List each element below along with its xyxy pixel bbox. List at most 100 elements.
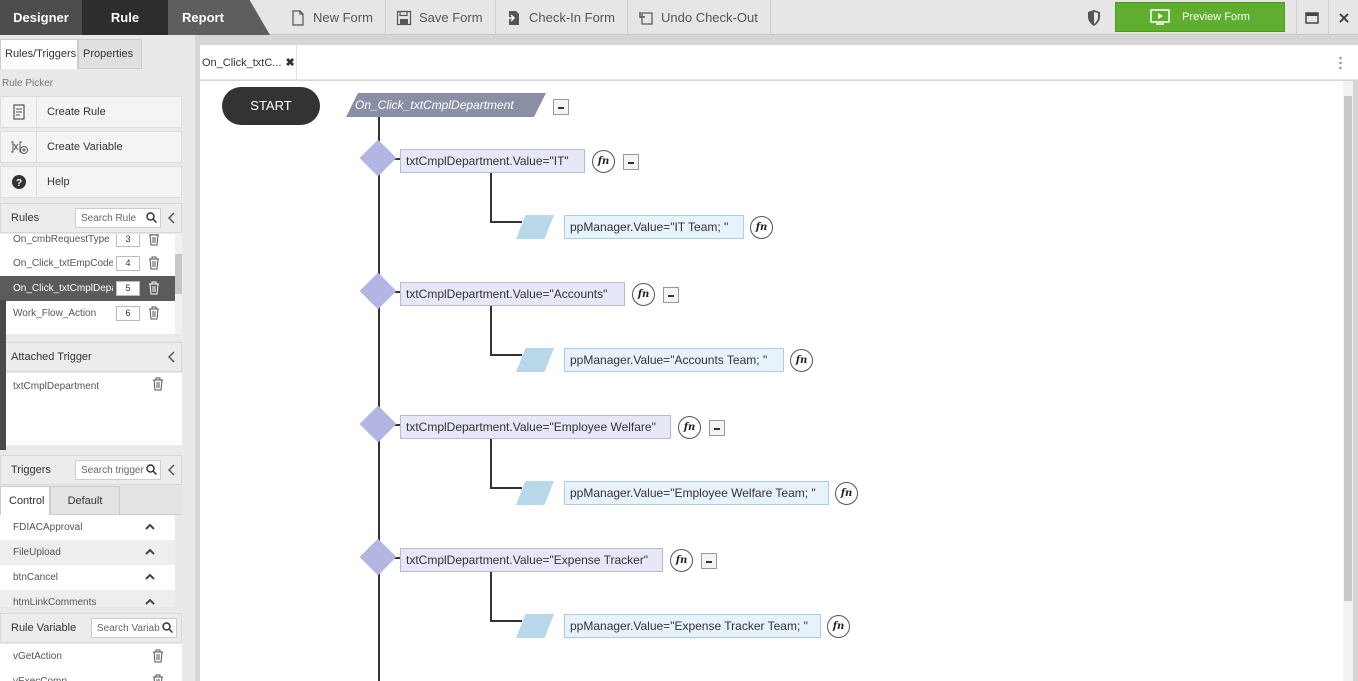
- action-box[interactable]: ppManager.Value="IT Team; ": [564, 215, 744, 239]
- tab-rule[interactable]: Rule: [82, 0, 168, 35]
- chevron-up-icon[interactable]: [145, 572, 155, 582]
- branch-connector: [490, 306, 492, 356]
- function-button[interactable]: fn: [790, 349, 813, 372]
- function-button[interactable]: fn: [670, 549, 693, 572]
- panel-drag-handle[interactable]: [0, 300, 6, 450]
- close-button[interactable]: [1328, 0, 1358, 35]
- search-trigger-input[interactable]: Search trigger: [75, 460, 161, 480]
- preview-form-label: Preview Form: [1182, 11, 1250, 23]
- collapse-button[interactable]: [709, 420, 725, 436]
- create-rule-button[interactable]: Create Rule: [0, 96, 182, 128]
- close-icon: [1338, 12, 1349, 23]
- condition-box[interactable]: txtCmplDepartment.Value="Accounts": [400, 282, 625, 306]
- undo-check-out-button[interactable]: Undo Check-Out: [626, 0, 771, 35]
- create-variable-button[interactable]: Create Variable: [0, 131, 182, 163]
- collapse-button[interactable]: [553, 99, 569, 115]
- condition-box[interactable]: txtCmplDepartment.Value="Expense Tracker…: [400, 548, 663, 572]
- condition-diamond[interactable]: [359, 272, 397, 310]
- rule-item-active[interactable]: On_Click_txtCmplDepartment 5: [0, 276, 175, 301]
- tab-designer[interactable]: Designer: [0, 0, 82, 35]
- trigger-item[interactable]: FDIACApproval: [0, 515, 175, 540]
- condition-box[interactable]: txtCmplDepartment.Value="IT": [400, 149, 585, 173]
- tab-default[interactable]: Default: [50, 486, 120, 515]
- close-tab-icon[interactable]: ✖: [285, 57, 295, 69]
- search-variable-input[interactable]: Search Variab: [91, 618, 177, 638]
- check-in-icon: [507, 10, 519, 25]
- shield-icon[interactable]: [1086, 9, 1102, 27]
- action-shape[interactable]: [516, 481, 554, 505]
- chevron-up-icon[interactable]: [145, 597, 155, 607]
- function-button[interactable]: fn: [750, 216, 773, 239]
- collapse-button[interactable]: [663, 287, 679, 303]
- save-form-button[interactable]: Save Form: [384, 0, 496, 35]
- trigger-item[interactable]: htmLinkComments: [0, 590, 175, 607]
- kebab-icon[interactable]: [1339, 56, 1342, 70]
- trash-icon[interactable]: [148, 234, 160, 246]
- variable-item[interactable]: vGetAction: [0, 644, 182, 669]
- collapse-button[interactable]: [701, 553, 717, 569]
- trash-icon[interactable]: [152, 674, 164, 681]
- canvas-scroll-thumb[interactable]: [1344, 96, 1352, 601]
- rule-order[interactable]: 4: [116, 256, 140, 271]
- rules-scroll-thumb[interactable]: [175, 254, 182, 294]
- trash-icon[interactable]: [148, 256, 160, 270]
- action-shape[interactable]: [516, 614, 554, 638]
- attached-trigger-title: Attached Trigger: [11, 351, 92, 363]
- action-box[interactable]: ppManager.Value="Accounts Team; ": [564, 348, 784, 372]
- canvas-scrollbar[interactable]: [1343, 81, 1353, 681]
- attached-trigger-list: txtCmplDepartment: [0, 373, 182, 445]
- function-button[interactable]: fn: [632, 283, 655, 306]
- left-tabs: Rules/Triggers Properties: [0, 39, 195, 69]
- action-shape[interactable]: [516, 215, 554, 239]
- trash-icon[interactable]: [148, 281, 160, 295]
- rule-item[interactable]: On_cmbRequestType 3: [0, 234, 175, 252]
- new-form-button[interactable]: New Form: [278, 0, 386, 35]
- chevron-left-icon[interactable]: [168, 464, 176, 476]
- condition-diamond[interactable]: [359, 538, 397, 576]
- trash-icon[interactable]: [148, 306, 160, 320]
- help-button[interactable]: ? Help: [0, 166, 182, 198]
- rule-item[interactable]: Work_Flow_Action 6: [0, 301, 175, 326]
- trigger-item[interactable]: FileUpload: [0, 540, 175, 565]
- trash-icon[interactable]: [152, 377, 164, 391]
- tab-properties[interactable]: Properties: [78, 39, 142, 69]
- tab-control[interactable]: Control: [0, 486, 50, 515]
- collapse-button[interactable]: [623, 154, 639, 170]
- trash-icon[interactable]: [152, 649, 164, 663]
- left-panel: Rules/Triggers Properties Rule Picker Cr…: [0, 35, 195, 681]
- chevron-up-icon[interactable]: [145, 522, 155, 532]
- new-form-icon: [292, 9, 304, 26]
- start-node[interactable]: START: [222, 87, 320, 125]
- function-button[interactable]: fn: [835, 482, 858, 505]
- trigger-name: FDIACApproval: [13, 522, 83, 533]
- chevron-left-icon[interactable]: [168, 212, 176, 224]
- action-shape[interactable]: [516, 348, 554, 372]
- condition-diamond[interactable]: [359, 139, 397, 177]
- chevron-up-icon[interactable]: [145, 547, 155, 557]
- condition-box[interactable]: txtCmplDepartment.Value="Employee Welfar…: [400, 415, 671, 439]
- trigger-item[interactable]: btnCancel: [0, 565, 175, 590]
- function-button[interactable]: fn: [827, 615, 850, 638]
- tab-rules-triggers[interactable]: Rules/Triggers: [0, 39, 78, 69]
- condition-diamond[interactable]: [359, 405, 397, 443]
- action-box[interactable]: ppManager.Value="Expense Tracker Team; ": [564, 614, 821, 638]
- variable-item[interactable]: vExecComp: [0, 669, 182, 681]
- rule-order[interactable]: 5: [116, 281, 140, 296]
- action-box[interactable]: ppManager.Value="Employee Welfare Team; …: [564, 481, 829, 505]
- document-tab[interactable]: On_Click_txtC... ✖: [200, 45, 297, 80]
- check-in-form-button[interactable]: Check-In Form: [494, 0, 628, 35]
- function-button[interactable]: fn: [678, 416, 701, 439]
- attached-trigger-item[interactable]: txtCmplDepartment: [13, 381, 100, 392]
- rule-item[interactable]: On_Click_txtEmpCode 4: [0, 251, 175, 276]
- maximize-button[interactable]: [1296, 0, 1326, 35]
- chevron-left-icon[interactable]: [168, 351, 176, 363]
- search-variable-placeholder: Search Variab: [97, 623, 160, 634]
- search-rule-input[interactable]: Search Rule: [75, 208, 161, 228]
- rules-scrollbar[interactable]: [175, 234, 182, 334]
- rule-name-shape[interactable]: [346, 93, 546, 117]
- rule-order[interactable]: 6: [116, 306, 140, 321]
- tab-report[interactable]: Report: [168, 0, 270, 35]
- function-button[interactable]: fn: [592, 150, 615, 173]
- preview-form-button[interactable]: Preview Form: [1115, 2, 1285, 32]
- rule-order[interactable]: 3: [116, 234, 140, 247]
